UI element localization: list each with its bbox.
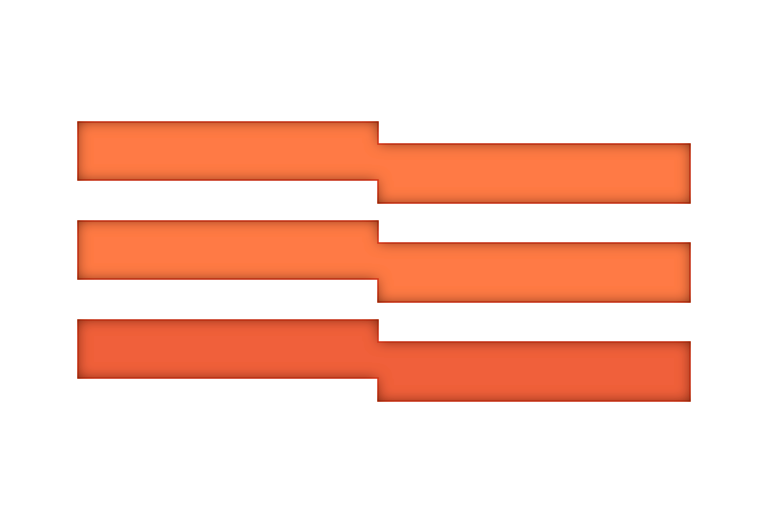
offset-bar-2 bbox=[77, 220, 691, 303]
offset-bar-1 bbox=[77, 121, 691, 204]
offset-bar-3 bbox=[77, 319, 691, 402]
